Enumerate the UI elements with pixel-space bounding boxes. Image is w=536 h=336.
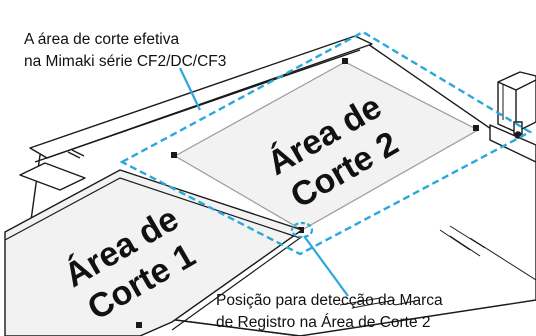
table-front-detail [339, 225, 536, 309]
back-rail [29, 35, 373, 159]
mark-detection-circle [290, 221, 314, 239]
sheet-area-2 [171, 58, 480, 233]
cutting-head-icon [497, 71, 536, 139]
rail-mark [67, 151, 81, 159]
gantry-rail [489, 124, 536, 163]
mark-caption-line2: de Registro na Área de Corte 2 [216, 314, 431, 331]
rail-mark [71, 149, 85, 157]
sheet-area-1-outline [4, 169, 304, 336]
registration-mark-icon [171, 152, 177, 158]
registration-mark-icon [136, 322, 142, 328]
registration-mark-icon [473, 125, 479, 131]
mark-caption-line1: Posição para detecção da Marca [216, 292, 443, 309]
effective-area-caption-line2: na Mimaki série CF2/DC/CF3 [24, 53, 226, 70]
registration-mark-icon [342, 58, 348, 64]
leader-effective-area [179, 67, 201, 111]
effective-area-caption-line1: A área de corte efetiva [24, 31, 179, 48]
effective-cutting-area [119, 30, 533, 256]
effective-area-caption: A área de corte efetiva na Mimaki série … [24, 31, 226, 70]
rail-end-left [19, 162, 86, 191]
leader-detection-mark [303, 235, 349, 297]
mark-caption: Posição para detecção da Marca de Regist… [216, 292, 443, 331]
